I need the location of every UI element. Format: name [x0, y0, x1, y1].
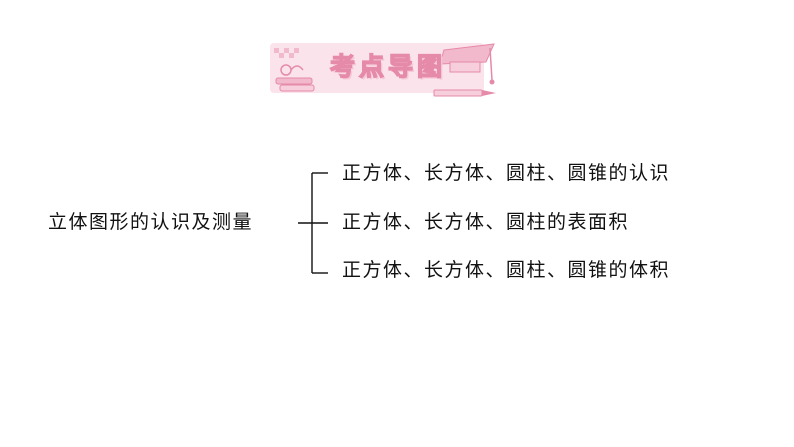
diagram-branch-recognition: 正方体、长方体、圆柱、圆锥的认识 — [342, 162, 671, 184]
book-stack-icon — [275, 64, 315, 92]
diagram-branch-volume: 正方体、长方体、圆柱、圆锥的体积 — [342, 259, 671, 281]
graduation-cap-icon — [439, 43, 495, 85]
diagram-branch-surface-area: 正方体、长方体、圆柱的表面积 — [342, 211, 630, 233]
banner-decoration — [270, 43, 496, 97]
banner-title: 考点导图 — [329, 51, 446, 81]
diagram-bracket — [298, 172, 328, 274]
diagram-root-label: 立体图形的认识及测量 — [48, 211, 254, 233]
banner-dots — [274, 48, 299, 58]
banner-panel — [270, 43, 484, 93]
section-banner: 考点导图 — [264, 40, 500, 102]
pencil-icon — [433, 89, 496, 97]
